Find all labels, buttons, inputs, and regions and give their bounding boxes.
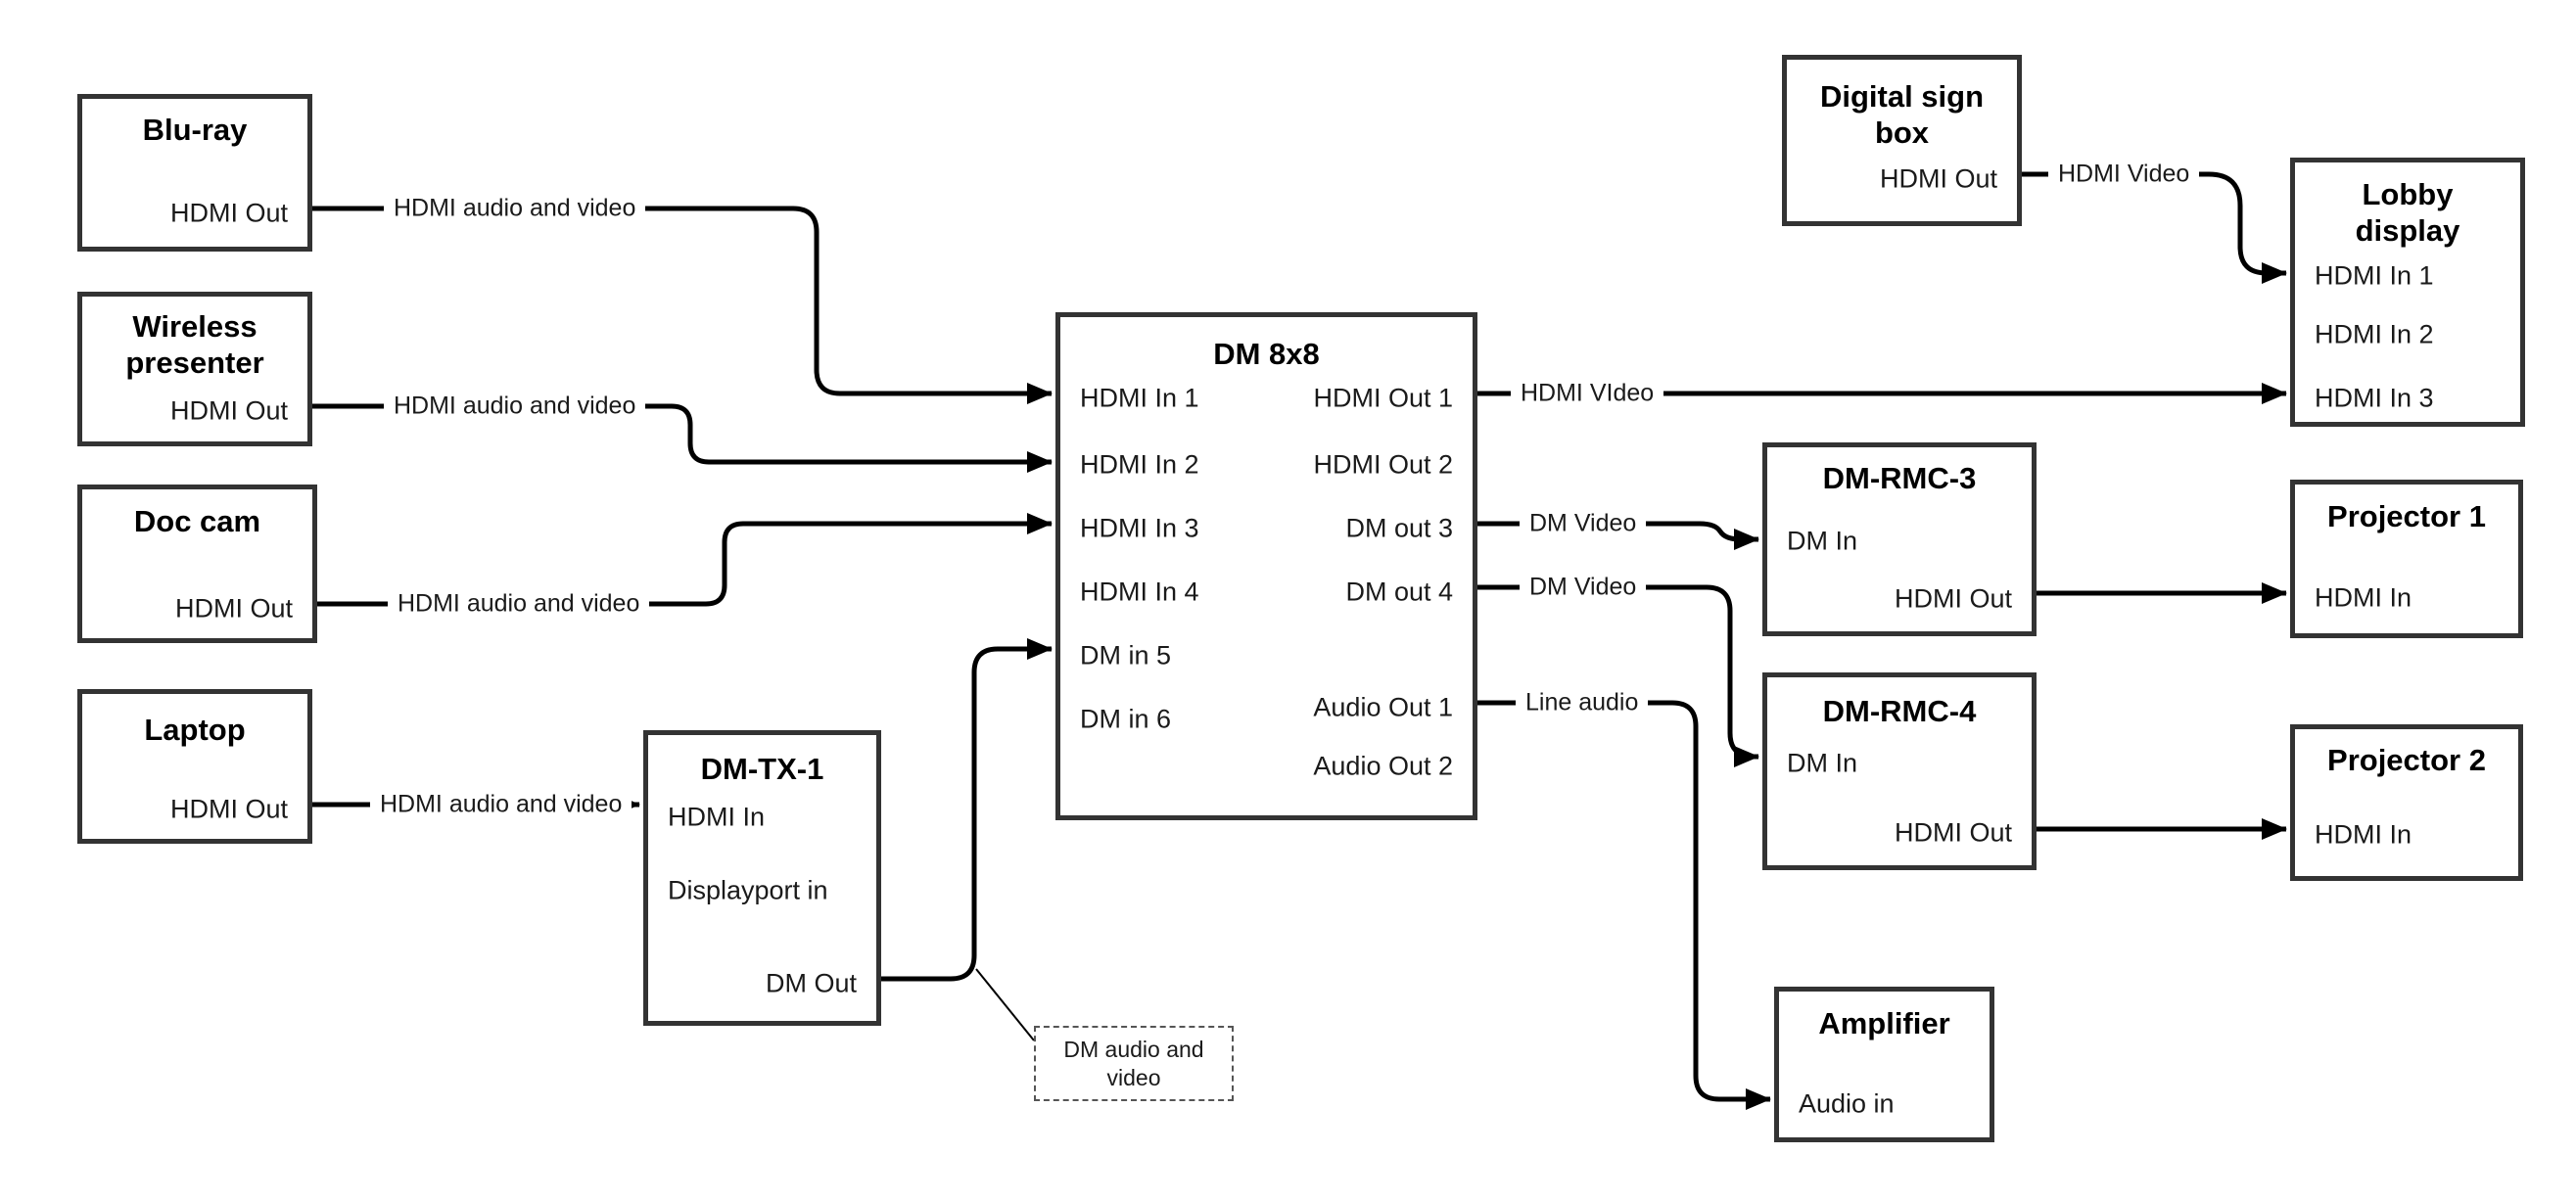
callout-text: DM audio and video [1063, 1036, 1204, 1090]
wire-bluray-to-dm8x8-in1 [312, 206, 1053, 404]
wire-doccam-to-dm8x8-in3 [317, 513, 1053, 607]
wire-dm8x8-out4-to-rmc4 [1477, 584, 1759, 767]
port-hdmi-out: HDMI Out [174, 593, 293, 624]
node-title: Digital sign box [1819, 79, 1985, 151]
node-title: Doc cam [133, 504, 261, 538]
node-dm-8x8: DM 8x8 HDMI In 1 HDMI In 2 HDMI In 3 HDM… [1055, 312, 1477, 820]
node-title: Projector 2 [2327, 743, 2486, 777]
wire-dmtx1-to-dm8x8-in5 [881, 638, 1053, 982]
port-hdmi-in: HDMI In [668, 802, 766, 832]
node-lobby-display: Lobby display HDMI In 1 HDMI In 2 HDMI I… [2290, 158, 2525, 427]
node-projector-1: Projector 1 HDMI In [2290, 480, 2523, 638]
node-title: Projector 1 [2327, 499, 2486, 533]
node-wireless-presenter: Wireless presenter HDMI Out [77, 292, 312, 446]
port-dm-out: DM Out [765, 968, 857, 998]
wire-dm8x8-out3-to-rmc3 [1477, 521, 1759, 550]
node-title: Wireless presenter [125, 309, 264, 381]
edge-label-digital-sign: HDMI Video [2048, 159, 2200, 190]
port-hdmi-in-4: HDMI In 4 [1080, 577, 1199, 607]
port-hdmi-in-2: HDMI In 2 [2315, 319, 2434, 349]
port-audio-out-1: Audio Out 1 [1313, 692, 1453, 722]
edge-label-hdmi-video-out1: HDMI VIdeo [1511, 378, 1664, 409]
port-hdmi-out-2: HDMI Out 2 [1313, 449, 1453, 480]
port-audio-in: Audio in [1799, 1088, 1895, 1119]
port-dm-in: DM In [1787, 748, 1858, 778]
node-title: DM-RMC-4 [1822, 694, 1977, 728]
node-title: Amplifier [1818, 1006, 1950, 1040]
node-dm-tx-1: DM-TX-1 HDMI In Displayport in DM Out [643, 730, 881, 1026]
wire-dm8x8-audio1-to-amplifier [1477, 700, 1771, 1110]
edge-label-dm-video-out4: DM Video [1520, 572, 1647, 603]
edge-label-bluray: HDMI audio and video [384, 193, 646, 224]
port-hdmi-in-3: HDMI In 3 [2315, 383, 2434, 413]
port-dm-out-4: DM out 4 [1345, 577, 1453, 607]
node-projector-2: Projector 2 HDMI In [2290, 724, 2523, 881]
edge-label-line-audio: Line audio [1516, 687, 1649, 718]
node-dm-rmc-4: DM-RMC-4 DM In HDMI Out [1762, 672, 2037, 870]
node-laptop: Laptop HDMI Out [77, 689, 312, 844]
port-hdmi-in-1: HDMI In 1 [2315, 260, 2434, 291]
edge-label-dm-video-out3: DM Video [1520, 508, 1647, 539]
port-hdmi-in: HDMI In [2315, 582, 2412, 613]
node-title: Laptop [144, 713, 246, 747]
node-title: DM-TX-1 [700, 752, 824, 786]
node-blu-ray: Blu-ray HDMI Out [77, 94, 312, 252]
port-hdmi-in-1: HDMI In 1 [1080, 383, 1199, 413]
port-hdmi-out-1: HDMI Out 1 [1313, 383, 1453, 413]
edge-label-laptop: HDMI audio and video [370, 789, 632, 820]
port-hdmi-out: HDMI Out [1894, 817, 2012, 848]
node-title: DM-RMC-3 [1822, 461, 1977, 495]
callout-leader-line [975, 968, 1035, 1041]
port-dm-in: DM In [1787, 526, 1858, 556]
edge-label-wireless: HDMI audio and video [384, 391, 646, 422]
node-digital-sign-box: Digital sign box HDMI Out [1782, 55, 2022, 226]
callout-dm-audio-video: DM audio and video [1034, 1026, 1234, 1101]
port-hdmi-out: HDMI Out [169, 198, 288, 228]
port-displayport-in: Displayport in [668, 875, 828, 905]
node-doc-cam: Doc cam HDMI Out [77, 485, 317, 643]
port-dm-in-6: DM in 6 [1080, 704, 1172, 734]
node-amplifier: Amplifier Audio in [1774, 987, 1994, 1142]
port-hdmi-out: HDMI Out [169, 395, 288, 426]
node-title: Lobby display [2355, 177, 2460, 249]
port-audio-out-2: Audio Out 2 [1313, 751, 1453, 781]
port-dm-in-5: DM in 5 [1080, 640, 1172, 670]
port-dm-out-3: DM out 3 [1345, 513, 1453, 543]
wire-wireless-to-dm8x8-in2 [312, 403, 1053, 473]
port-hdmi-in-3: HDMI In 3 [1080, 513, 1199, 543]
edge-label-doccam: HDMI audio and video [388, 588, 650, 620]
wire-digitalsign-to-lobby-in1 [2022, 171, 2287, 284]
port-hdmi-out: HDMI Out [1894, 583, 2012, 614]
port-hdmi-in: HDMI In [2315, 819, 2412, 850]
port-hdmi-out: HDMI Out [169, 794, 288, 824]
node-dm-rmc-3: DM-RMC-3 DM In HDMI Out [1762, 442, 2037, 636]
port-hdmi-in-2: HDMI In 2 [1080, 449, 1199, 480]
port-hdmi-out: HDMI Out [1879, 163, 1997, 194]
node-title: Blu-ray [142, 113, 248, 147]
node-title: DM 8x8 [1213, 337, 1320, 371]
